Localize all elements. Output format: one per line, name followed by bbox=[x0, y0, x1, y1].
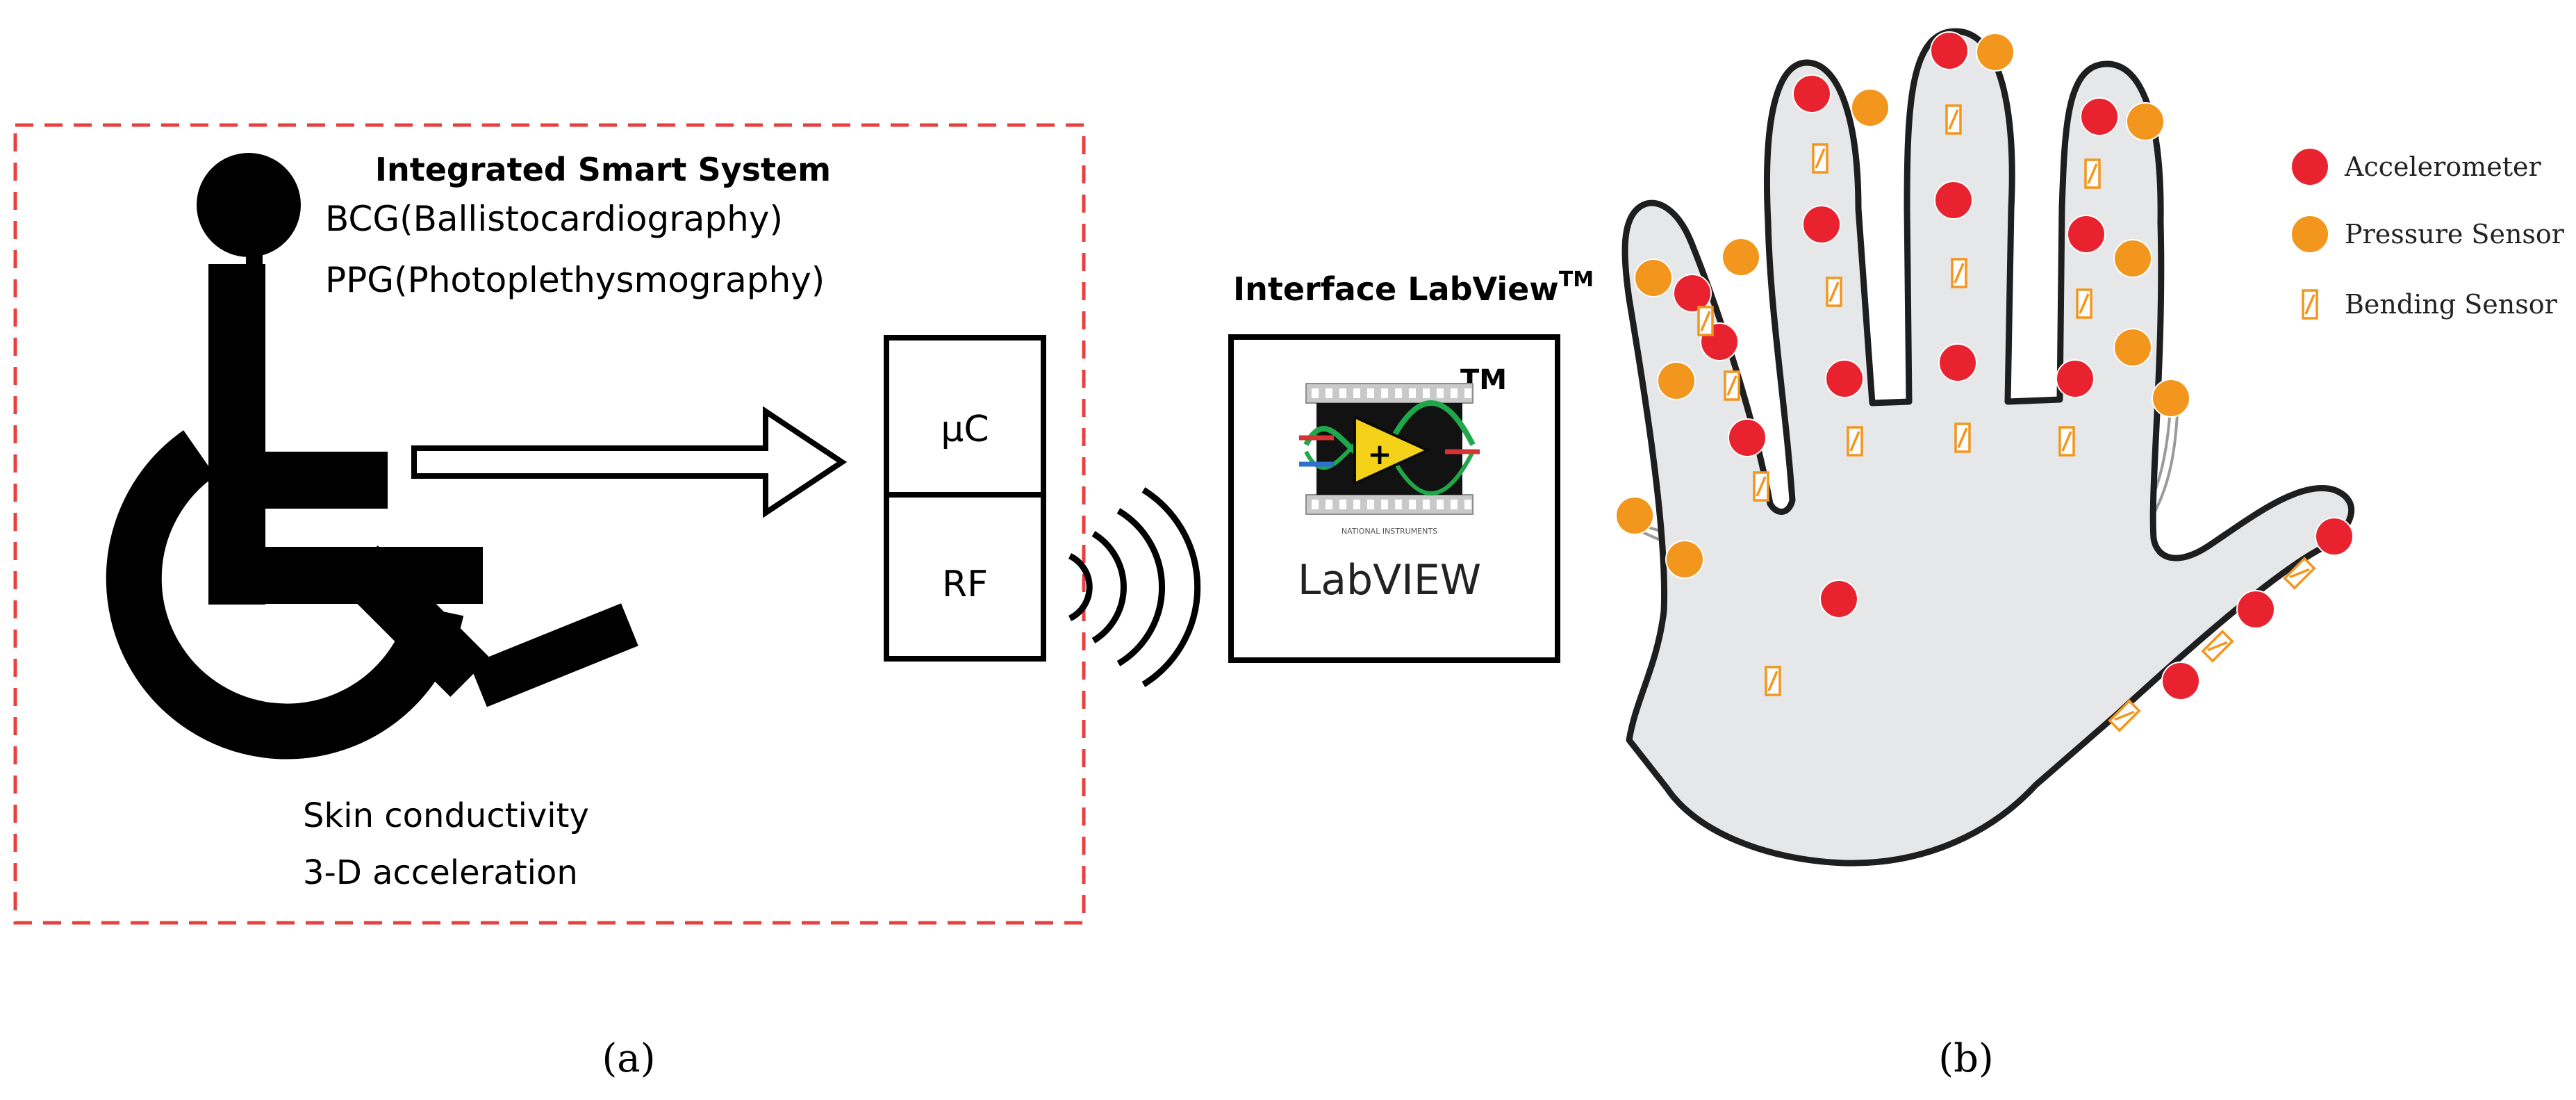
accelerometer-dot bbox=[1934, 181, 1973, 220]
rf-label: RF bbox=[942, 564, 988, 605]
accelerometer-dot bbox=[1825, 359, 1864, 398]
pressure-sensor-dot bbox=[1851, 88, 1890, 127]
labview-logo: TM + bbox=[1298, 364, 1507, 605]
accelerometer-dot bbox=[1938, 343, 1977, 382]
pressure-sensor-dot bbox=[2152, 379, 2190, 418]
bending-sensor bbox=[1847, 426, 1863, 457]
accelerometer-dot bbox=[1802, 205, 1841, 244]
legend-accelerometer-label: Accelerometer bbox=[2344, 151, 2541, 182]
panel-a: Integrated Smart System BCG(Ballistocard… bbox=[13, 123, 1594, 1081]
accelerometer-dot bbox=[1673, 274, 1712, 313]
caption-b: (b) bbox=[1938, 1036, 1994, 1081]
rf-box bbox=[884, 492, 1046, 662]
bending-sensor bbox=[1954, 422, 1971, 453]
bending-sensor bbox=[2076, 288, 2092, 319]
accelerometer-dot bbox=[2315, 517, 2354, 556]
accelerometer-dot bbox=[2067, 215, 2106, 254]
bcg-label: BCG(Ballistocardiography) bbox=[325, 199, 783, 239]
logo-small-text: NATIONAL INSTRUMENTS bbox=[1341, 527, 1437, 536]
legend-accelerometer-marker bbox=[2290, 147, 2329, 186]
hand-outline bbox=[1621, 28, 2355, 867]
skin-conductivity-label: Skin conductivity bbox=[303, 796, 589, 835]
bending-sensor bbox=[1812, 143, 1828, 174]
acceleration-label: 3-D acceleration bbox=[303, 853, 578, 892]
interface-title: Interface LabViewTM bbox=[1233, 268, 1594, 308]
bending-sensor bbox=[1697, 306, 1714, 336]
smart-system-boundary bbox=[13, 123, 1086, 925]
bending-sensor bbox=[1753, 471, 1769, 502]
accelerometer-dot bbox=[1792, 74, 1831, 113]
pressure-sensor-dot bbox=[2126, 102, 2165, 141]
bending-sensor bbox=[1826, 277, 1842, 307]
wireless-signal-icon bbox=[1068, 487, 1201, 687]
pressure-sensor-markers bbox=[1615, 33, 2190, 579]
bending-sensor bbox=[1945, 104, 1962, 135]
legend-bending-marker bbox=[2302, 289, 2318, 320]
accelerometer-dot bbox=[2080, 97, 2119, 136]
sensor-legend: Accelerometer Pressure Sensor Bending Se… bbox=[2290, 147, 2565, 320]
logo-name: LabVIEW bbox=[1298, 556, 1481, 605]
microcontroller-label: μC bbox=[941, 409, 989, 450]
accelerometer-dot bbox=[2056, 359, 2095, 398]
microcontroller-box bbox=[884, 335, 1046, 498]
pressure-sensor-dot bbox=[1634, 258, 1673, 297]
accelerometer-dot bbox=[2236, 590, 2275, 629]
accelerometer-dot bbox=[1728, 418, 1767, 457]
accelerometer-dot bbox=[2161, 662, 2200, 700]
legend-pressure-marker bbox=[2290, 215, 2329, 254]
legend-pressure-label: Pressure Sensor bbox=[2345, 219, 2565, 249]
legend-bending-label: Bending Sensor bbox=[2345, 289, 2558, 320]
bending-sensor bbox=[2084, 158, 2101, 189]
pressure-sensor-dot bbox=[1976, 33, 2015, 72]
pressure-sensor-dot bbox=[2113, 328, 2152, 367]
pressure-sensor-dot bbox=[2113, 239, 2152, 278]
ppg-label: PPG(Photoplethysmography) bbox=[325, 260, 825, 300]
bending-sensor bbox=[2058, 426, 2075, 457]
system-title: Integrated Smart System bbox=[375, 151, 831, 188]
accelerometer-dot bbox=[1819, 580, 1858, 618]
bending-sensor bbox=[1765, 666, 1781, 696]
panel-b: Accelerometer Pressure Sensor Bending Se… bbox=[1615, 28, 2565, 1081]
pressure-sensor-dot bbox=[1615, 496, 1654, 535]
accelerometer-markers bbox=[1673, 31, 2354, 700]
svg-text:+: + bbox=[1367, 437, 1392, 471]
data-flow-arrow bbox=[411, 406, 848, 518]
caption-a: (a) bbox=[602, 1036, 655, 1081]
bending-sensor bbox=[1724, 370, 1740, 401]
accelerometer-dot bbox=[1930, 31, 1969, 70]
pressure-sensor-dot bbox=[1665, 540, 1704, 579]
pressure-sensor-dot bbox=[1722, 238, 1760, 277]
wheelchair-icon bbox=[106, 153, 638, 760]
bending-sensor bbox=[1951, 258, 1967, 288]
pressure-sensor-dot bbox=[1657, 361, 1696, 400]
